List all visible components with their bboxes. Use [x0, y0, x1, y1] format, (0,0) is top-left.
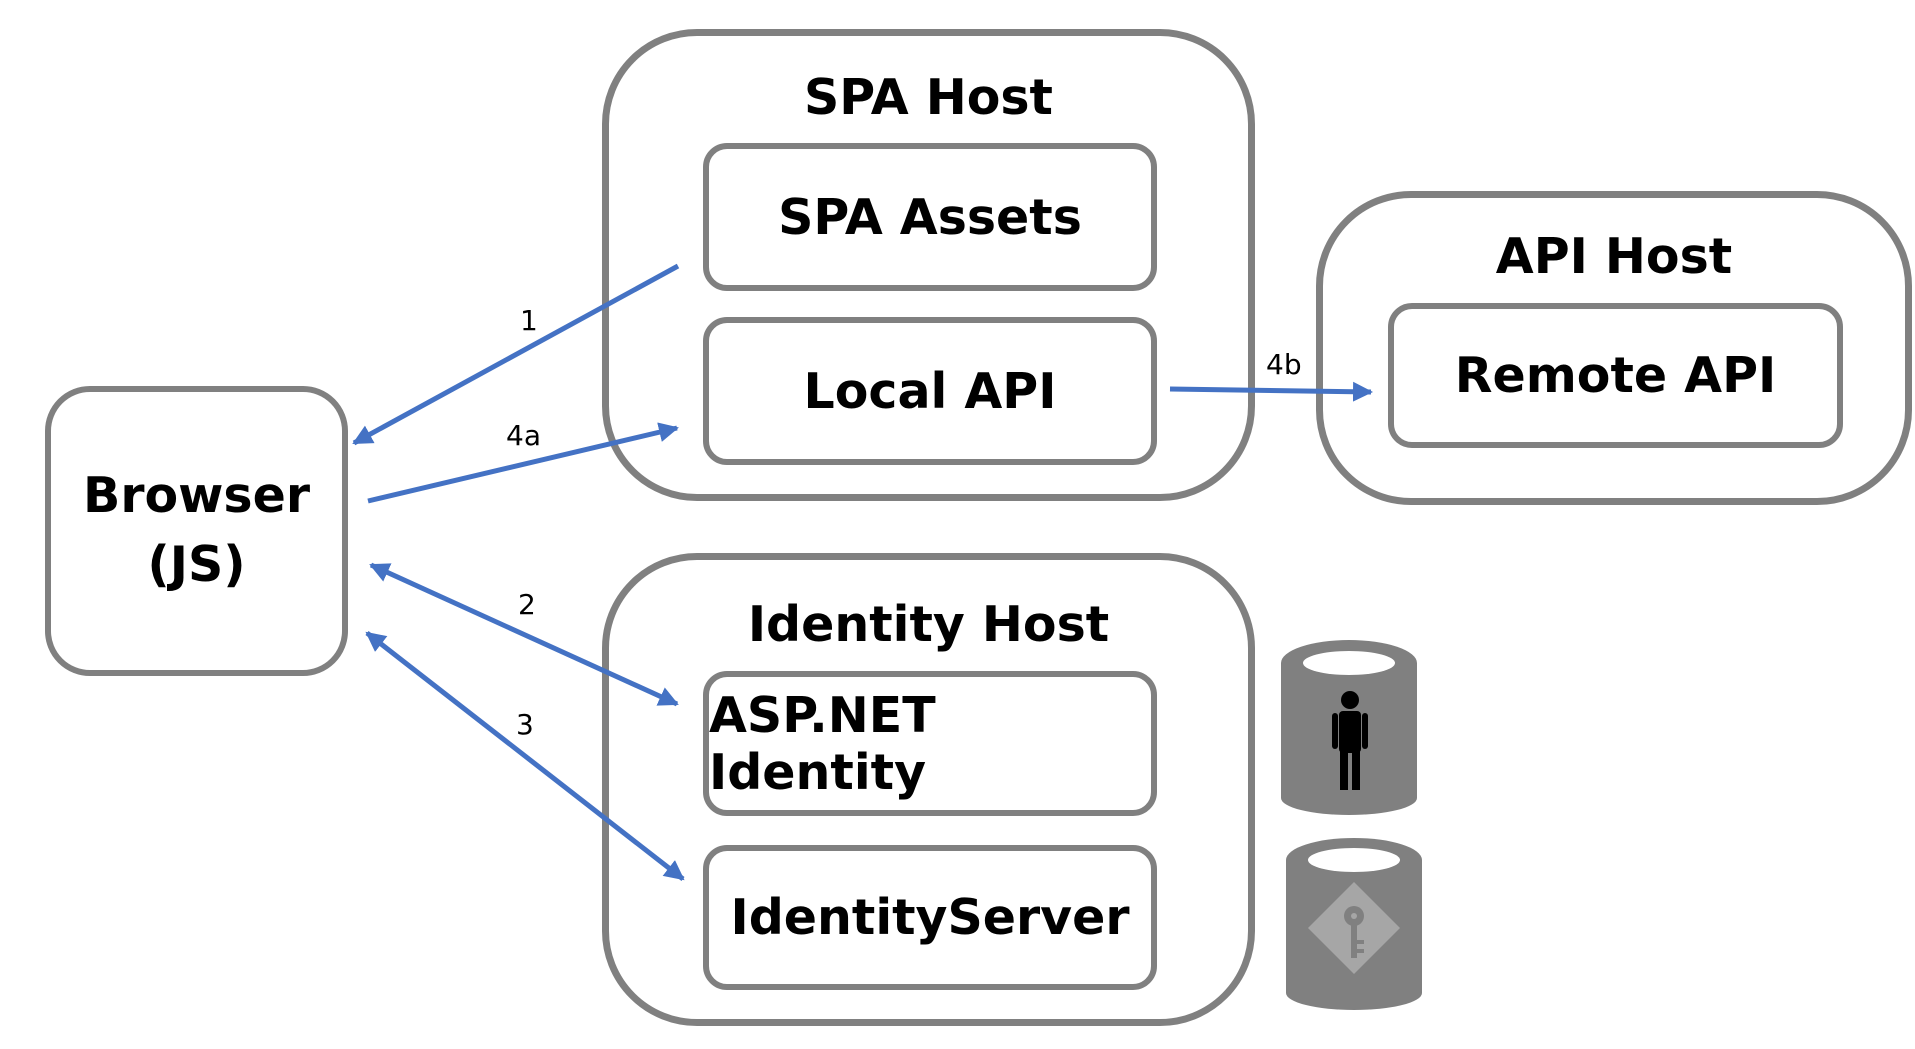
aspnet-identity-label: ASP.NET Identity: [709, 686, 936, 801]
remote-api-box: Remote API: [1388, 303, 1843, 448]
arrow-4a: [367, 422, 679, 504]
browser-label: Browser: [82, 467, 310, 525]
local-api-label: Local API: [803, 362, 1057, 420]
arrow-label-4a: 4a: [506, 419, 541, 452]
arrow-label-1: 1: [520, 304, 538, 337]
user-database-icon: [1281, 640, 1417, 815]
arrow-label-2: 2: [518, 588, 536, 621]
browser-node: Browser (JS): [45, 386, 348, 676]
local-api-box: Local API: [703, 317, 1157, 465]
remote-api-label: Remote API: [1454, 347, 1777, 404]
browser-sublabel: (JS): [147, 536, 246, 593]
api-host-title: API Host: [1495, 228, 1733, 285]
arrow-label-4b: 4b: [1266, 348, 1302, 381]
spa-host-title: SPA Host: [804, 69, 1053, 126]
spa-assets-box: SPA Assets: [703, 143, 1157, 291]
arrow-3: [365, 631, 685, 881]
arrow-label-3: 3: [516, 708, 534, 741]
spa-assets-label: SPA Assets: [778, 188, 1082, 246]
identity-host-title: Identity Host: [747, 596, 1110, 653]
identityserver-label: IdentityServer: [730, 889, 1130, 946]
identityserver-box: IdentityServer: [703, 845, 1157, 990]
aspnet-identity-box: ASP.NET Identity: [703, 671, 1157, 816]
arrow-1: [352, 263, 680, 446]
key-database-icon: [1286, 838, 1422, 1010]
arrow-4b: [1169, 381, 1373, 402]
